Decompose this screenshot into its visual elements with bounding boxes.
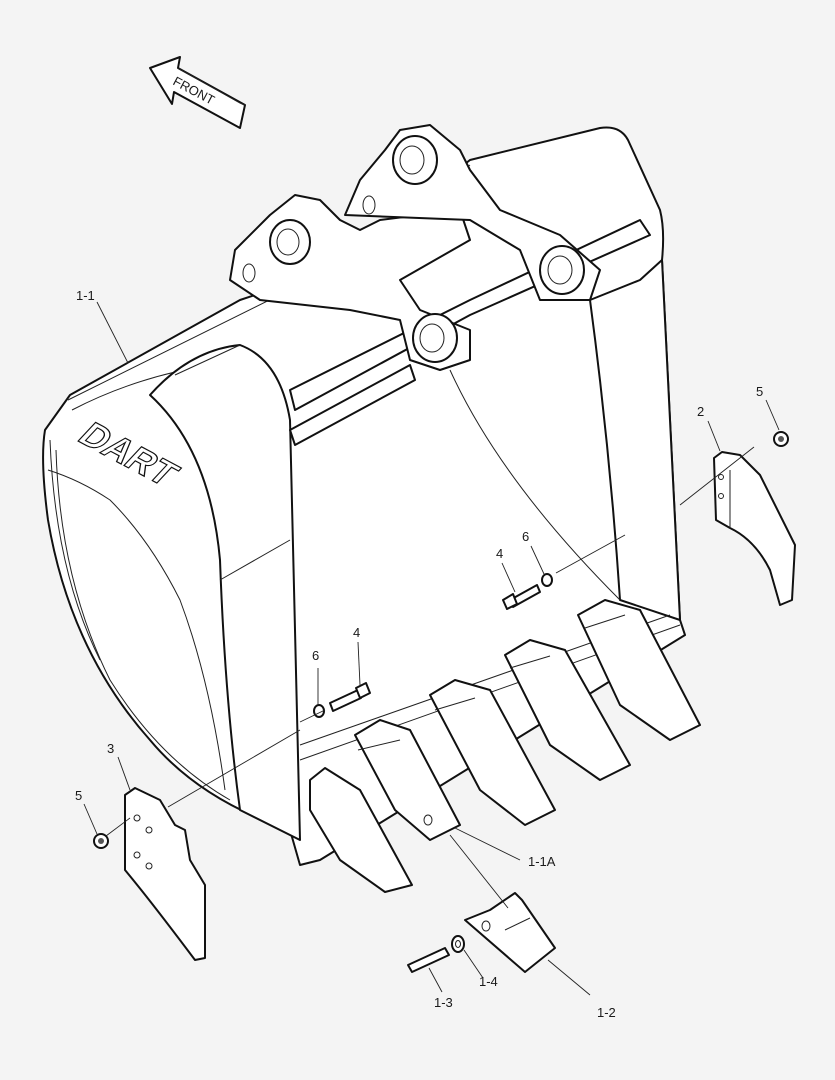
callout-labels: 1-1 1-1A 1-2 1-3 1-4 2 3 4 4 5 5 6 6 — [75, 288, 763, 1020]
mounting-brackets — [229, 124, 601, 371]
bucket-teeth — [309, 599, 701, 893]
callout-3: 3 — [107, 741, 114, 756]
tooth-point-detail — [464, 892, 556, 973]
callout-5-right: 5 — [756, 384, 763, 399]
leader-lines — [83, 301, 780, 996]
callout-1-1A: 1-1A — [528, 854, 556, 869]
side-cutter-right — [713, 451, 796, 606]
callout-4-lower: 4 — [353, 625, 360, 640]
front-direction-arrow: FRONT — [149, 56, 246, 129]
retainer-washer — [451, 935, 465, 953]
callout-1-4: 1-4 — [479, 974, 498, 989]
callout-4-upper: 4 — [496, 546, 503, 561]
callout-2: 2 — [697, 404, 704, 419]
callout-1-1: 1-1 — [76, 288, 95, 303]
bolts — [93, 431, 789, 849]
callout-6-lower: 6 — [312, 648, 319, 663]
pin — [407, 947, 450, 973]
callout-6-upper: 6 — [522, 529, 529, 544]
callout-1-3: 1-3 — [434, 995, 453, 1010]
callout-5-left: 5 — [75, 788, 82, 803]
side-cutter-left — [124, 787, 206, 961]
callout-1-2: 1-2 — [597, 1005, 616, 1020]
